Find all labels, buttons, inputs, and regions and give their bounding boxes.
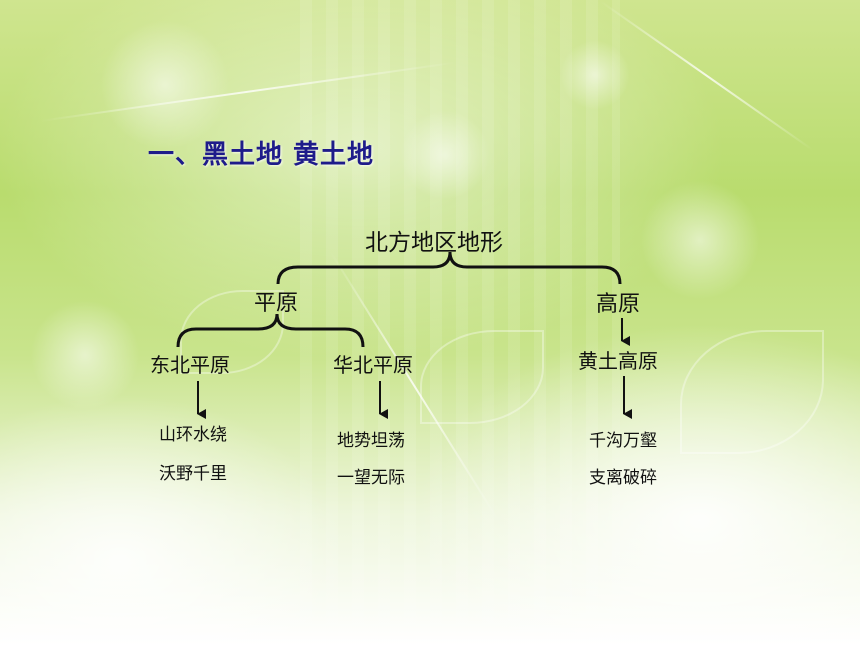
plain-brace [176, 313, 365, 348]
northeast-plain-node: 东北平原 [150, 353, 230, 377]
bokeh-light [640, 180, 760, 300]
bokeh-light [400, 110, 490, 200]
bokeh-light [30, 300, 140, 410]
northeast-desc-line-1: 山环水绕 [159, 425, 227, 445]
plateau-node: 高原 [596, 292, 641, 317]
north-china-plain-node: 华北平原 [333, 353, 413, 377]
slide-title: 一、黑土地 黄土地 [148, 140, 375, 170]
bokeh-light [100, 20, 230, 150]
north-china-desc-line-1: 地势坦荡 [337, 431, 405, 451]
plain-node: 平原 [254, 291, 299, 316]
loess-plateau-node: 黄土高原 [578, 349, 658, 373]
loess-desc-line-1: 千沟万壑 [589, 431, 657, 451]
northeast-desc-line-2: 沃野千里 [159, 464, 227, 484]
loess-desc-line-2: 支离破碎 [589, 468, 657, 488]
leaf-decoration [180, 290, 284, 374]
background-stripes [300, 0, 620, 645]
north-china-desc-line-2: 一望无际 [337, 468, 405, 488]
bokeh-light [560, 40, 630, 110]
root-brace [276, 251, 622, 285]
root-node: 北方地区地形 [365, 230, 503, 256]
